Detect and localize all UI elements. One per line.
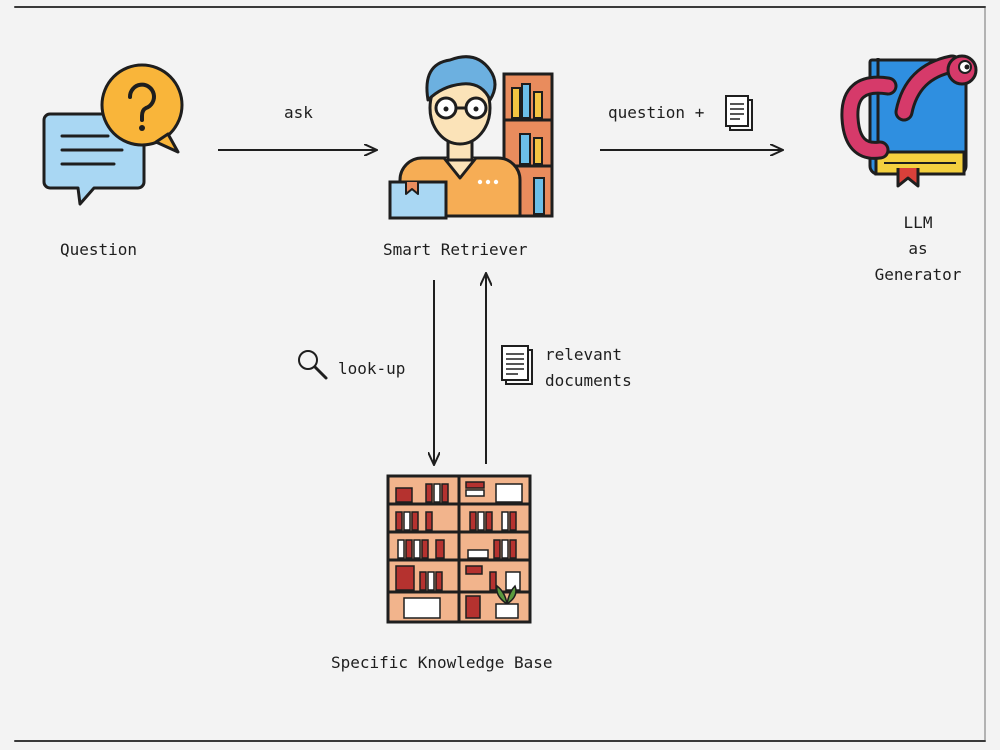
frame-right-border: [984, 8, 986, 740]
knowledge-base-bookshelf-icon: [386, 474, 532, 624]
magnifier-icon: [298, 350, 328, 380]
smart-retriever-label: Smart Retriever: [383, 240, 528, 259]
retriever-person-icon: [388, 55, 554, 220]
llm-label-line2: as: [908, 239, 928, 258]
relevant-document-icon: [501, 345, 533, 385]
relevant-edge-label-line1: relevant: [545, 345, 623, 364]
question-label: Question: [60, 240, 138, 259]
document-icon: [725, 95, 753, 131]
frame-top-border: [14, 6, 986, 8]
relevant-edge-label-line2: documents: [545, 371, 632, 390]
llm-label-line1: LLM: [903, 213, 933, 232]
llm-book-icon: [840, 54, 978, 188]
question-plus-edge-label: question +: [608, 103, 705, 122]
frame-bottom-border: [14, 740, 986, 742]
ask-edge-label: ask: [284, 103, 313, 122]
question-bubble-icon: [42, 63, 184, 206]
knowledge-base-label: Specific Knowledge Base: [331, 653, 553, 672]
llm-label-line3: Generator: [874, 265, 962, 284]
lookup-edge-label: look-up: [338, 359, 406, 378]
